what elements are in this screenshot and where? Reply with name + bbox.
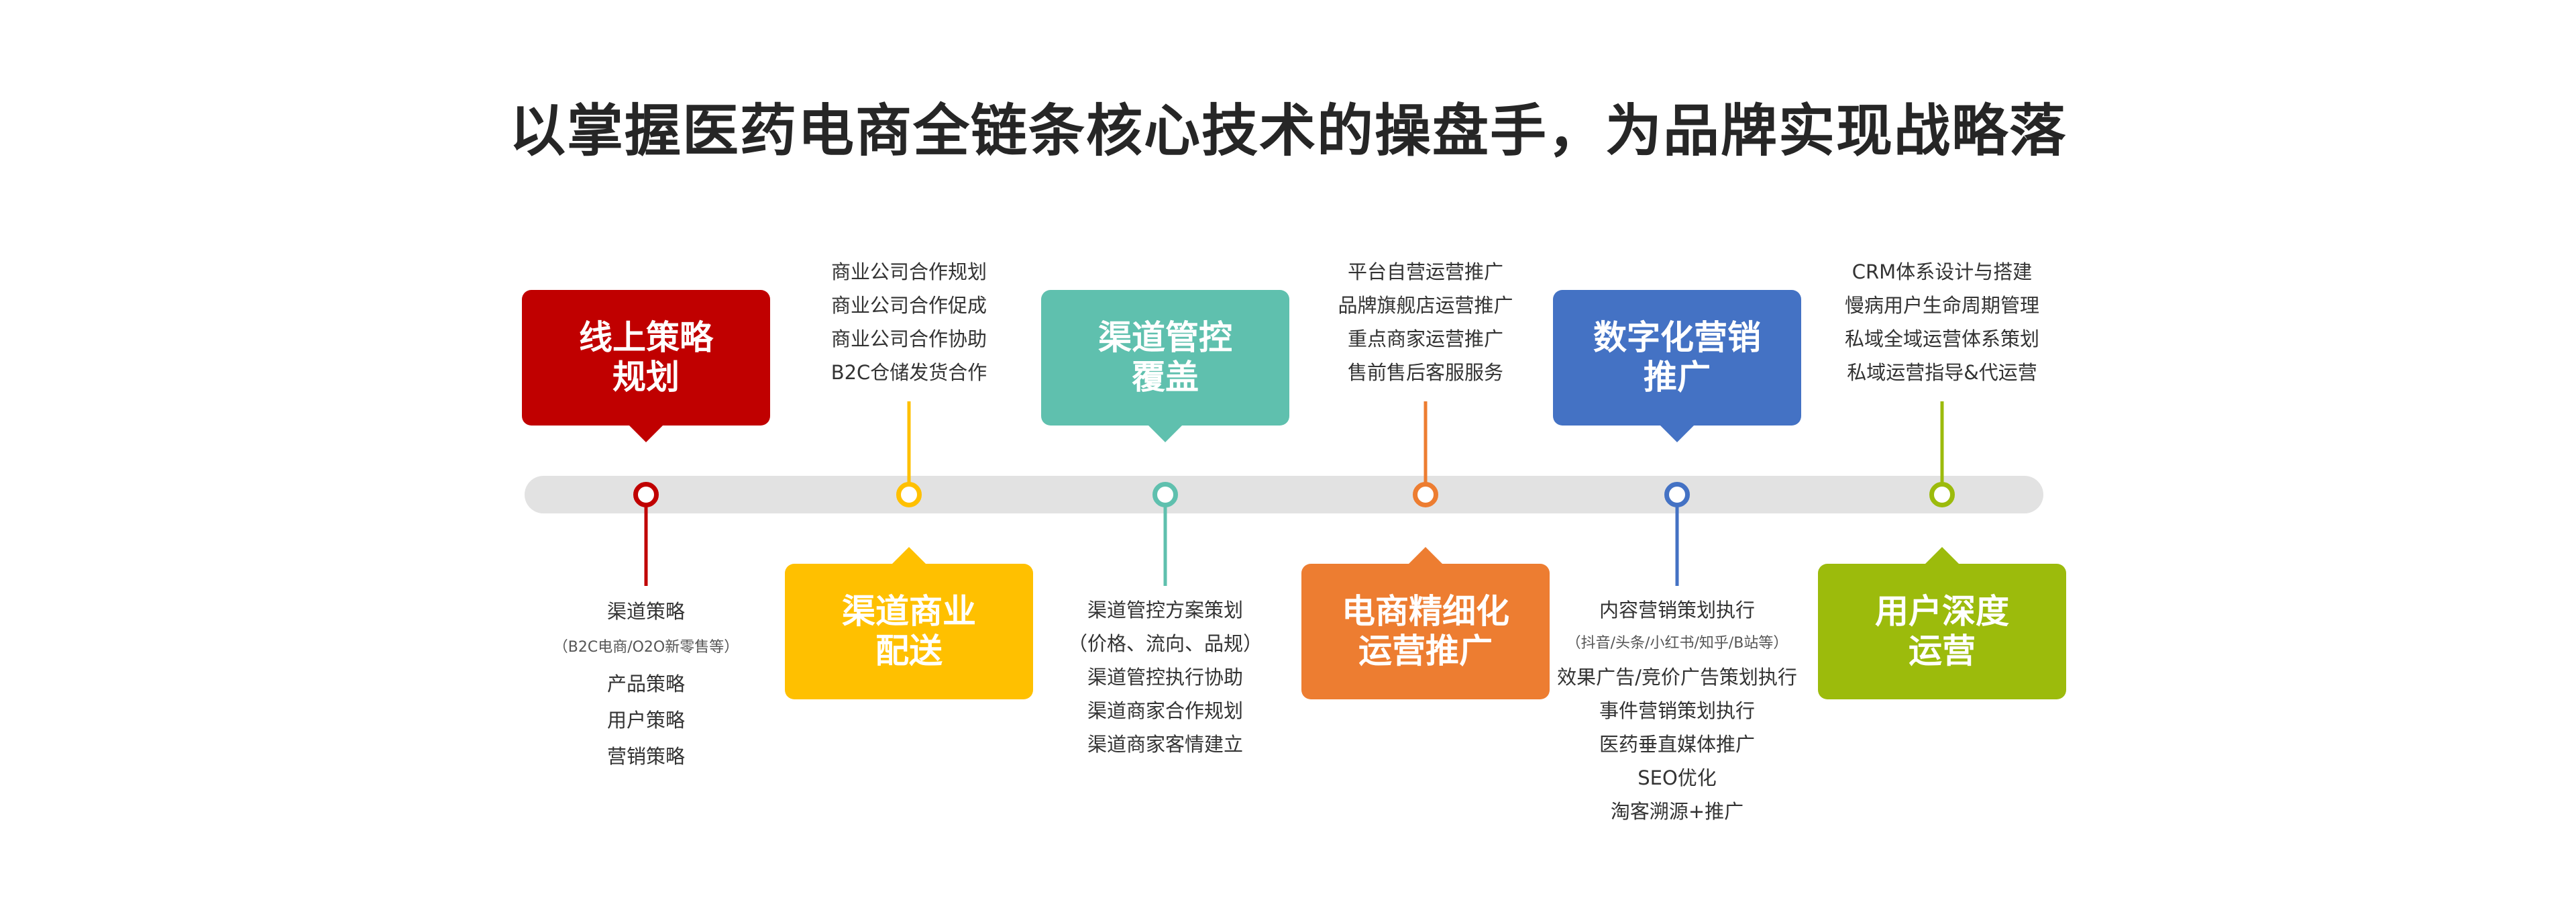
stage-item: （B2C电商/O2O新零售等） (553, 639, 739, 656)
stage-item: 商业公司合作促成 (830, 294, 987, 317)
stage-item: 事件营销策划执行 (1599, 699, 1755, 722)
stage-item: 品牌旗舰店运营推广 (1338, 294, 1513, 317)
stage-item: 渠道管控执行协助 (1087, 666, 1243, 689)
stage-item: 私域全域运营体系策划 (1844, 328, 2039, 350)
stage-item: 渠道策略 (606, 600, 685, 623)
stage-item: 产品策略 (606, 672, 685, 695)
stage-item: 平台自营运营推广 (1347, 260, 1503, 283)
stage-item: 淘客溯源+推广 (1610, 800, 1744, 823)
stage-pointer (1408, 547, 1443, 564)
stage-pointer (1925, 547, 1960, 564)
stage-item-list: 平台自营运营推广品牌旗舰店运营推广重点商家运营推广售前售后客服服务 (1238, 255, 1613, 389)
stage-connector (644, 507, 648, 586)
stage-connector (1675, 507, 1679, 586)
stage-box: 线上策略 规划 (522, 290, 770, 426)
timeline-track (525, 476, 2043, 513)
stage-box: 数字化营销 推广 (1553, 290, 1801, 426)
stage-box: 用户深度 运营 (1818, 564, 2066, 699)
stage-item: 私域运营指导&代运营 (1847, 361, 2037, 384)
stage-pointer (1660, 425, 1695, 442)
stage-item: 慢病用户生命周期管理 (1844, 294, 2039, 317)
stage-connector (1424, 401, 1428, 483)
stage-item: CRM体系设计与搭建 (1851, 260, 2033, 283)
stage-item: （抖音/头条/小红书/知乎/B站等） (1566, 635, 1788, 652)
page-title: 以掌握医药电商全链条核心技术的操盘手，为品牌实现战略落 (508, 98, 2067, 164)
stage-connector (1940, 401, 1944, 483)
stage-label: 线上策略 规划 (579, 318, 713, 397)
stage-pointer (892, 547, 926, 564)
stage-item-list: 内容营销策划执行 （抖音/头条/小红书/知乎/B站等） 效果广告/竞价广告策划执行事… (1489, 593, 1865, 828)
stage-item: 渠道商家合作规划 (1087, 699, 1243, 722)
stage-box: 渠道商业 配送 (785, 564, 1033, 699)
stage-label: 数字化营销 推广 (1593, 318, 1761, 397)
stage-item-list: 渠道策略 （B2C电商/O2O新零售等） 产品策略用户策略营销策略 (458, 593, 834, 775)
stage-item: 渠道商家客情建立 (1087, 733, 1243, 756)
timeline-node (1413, 482, 1438, 507)
stage-item-list: CRM体系设计与搭建慢病用户生命周期管理私域全域运营体系策划私域运营指导&代运营 (1754, 255, 2130, 389)
timeline-node (1929, 482, 1955, 507)
stage-item-list: 商业公司合作规划商业公司合作促成商业公司合作协助 B2C仓储发货合作 (721, 255, 1097, 389)
stage-item: 商业公司合作协助 (830, 328, 987, 350)
timeline-node (633, 482, 659, 507)
stage-item: 售前售后客服服务 (1347, 361, 1503, 384)
stage-pointer (1148, 425, 1183, 442)
timeline-node (896, 482, 922, 507)
stage-item: 营销策略 (606, 745, 685, 768)
stage-item: 内容营销策划执行 (1599, 599, 1755, 621)
timeline-node (1664, 482, 1690, 507)
stage-item: 用户策略 (606, 709, 685, 732)
stage-item: 商业公司合作规划 (830, 260, 987, 283)
stage-label: 渠道商业 配送 (842, 592, 976, 670)
stage-item: 渠道管控方案策划 (1087, 599, 1243, 621)
stage-label: 电商精细化 运营推广 (1342, 592, 1509, 670)
stage-connector (907, 401, 911, 483)
stage-item: B2C仓储发货合作 (830, 361, 987, 384)
stage-item: （价格、流向、品规） (1067, 632, 1263, 655)
stage-item: 效果广告/竞价广告策划执行 (1557, 666, 1797, 689)
stage-item: SEO优化 (1638, 766, 1717, 789)
stage-label: 用户深度 运营 (1875, 592, 2009, 670)
stage-box: 渠道管控 覆盖 (1041, 290, 1289, 426)
stage-pointer (629, 425, 663, 442)
stage-label: 渠道管控 覆盖 (1098, 318, 1232, 397)
stage-item: 医药垂直媒体推广 (1599, 733, 1755, 756)
stage-item-list: 渠道管控方案策划 （价格、流向、品规） 渠道管控执行协助渠道商家合作规划渠道商家客情… (977, 593, 1353, 761)
stage-connector (1163, 507, 1167, 586)
timeline-node (1152, 482, 1178, 507)
stage-box: 电商精细化 运营推广 (1301, 564, 1550, 699)
stage-item: 重点商家运营推广 (1347, 328, 1503, 350)
